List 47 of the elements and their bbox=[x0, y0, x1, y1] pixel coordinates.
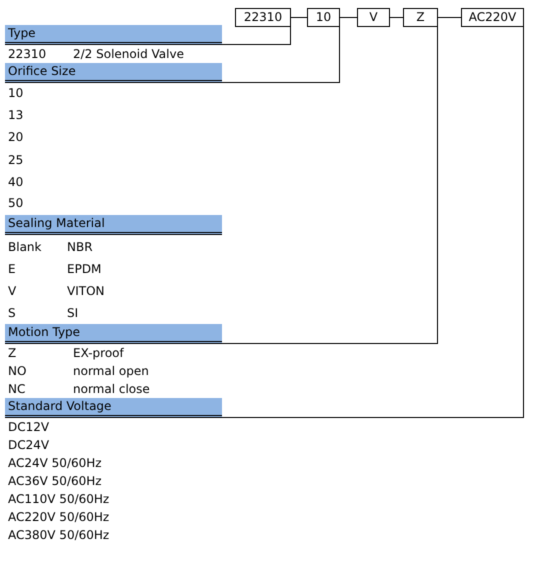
section-header-bar: Motion Type bbox=[5, 324, 222, 344]
type-description: 2/2 Solenoid Valve bbox=[73, 46, 184, 62]
motion-description: normal close bbox=[73, 381, 150, 397]
seal-material: SI bbox=[67, 305, 78, 321]
orifice-size-value: 40 bbox=[8, 174, 24, 190]
connector-line bbox=[222, 26, 340, 83]
motion-code: NO bbox=[8, 363, 26, 379]
code-box: 22310 bbox=[235, 8, 291, 27]
orifice-size-value: 25 bbox=[8, 152, 24, 168]
orifice-size-value: 50 bbox=[8, 195, 24, 211]
dash-connector bbox=[438, 17, 462, 18]
code-box: 10 bbox=[307, 8, 340, 27]
motion-description: normal open bbox=[73, 363, 149, 379]
connector-line bbox=[222, 26, 291, 45]
code-box: V bbox=[357, 8, 390, 27]
code-box: AC220V bbox=[461, 8, 524, 27]
voltage-option: AC110V 50/60Hz bbox=[8, 491, 110, 507]
section-header-bar: Orifice Size bbox=[5, 63, 222, 83]
section-header-bar: Type bbox=[5, 25, 222, 45]
voltage-option: DC12V bbox=[8, 419, 50, 435]
dash-connector bbox=[340, 17, 358, 18]
voltage-option: AC220V 50/60Hz bbox=[8, 509, 110, 525]
dash-connector bbox=[390, 17, 404, 18]
voltage-option: AC24V 50/60Hz bbox=[8, 455, 102, 471]
orifice-size-value: 20 bbox=[8, 129, 24, 145]
seal-material: EPDM bbox=[67, 261, 102, 277]
section-header-bar: Sealing Material bbox=[5, 215, 222, 235]
seal-code: Blank bbox=[8, 239, 42, 255]
orifice-size-value: 13 bbox=[8, 107, 24, 123]
code-box: Z bbox=[403, 8, 438, 27]
voltage-option: AC36V 50/60Hz bbox=[8, 473, 102, 489]
seal-code: E bbox=[8, 261, 16, 277]
orifice-size-value: 10 bbox=[8, 85, 24, 101]
type-code: 22310 bbox=[8, 46, 46, 62]
motion-description: EX-proof bbox=[73, 345, 124, 361]
motion-code: NC bbox=[8, 381, 26, 397]
voltage-option: DC24V bbox=[8, 437, 50, 453]
voltage-option: AC380V 50/60Hz bbox=[8, 527, 110, 543]
dash-connector bbox=[290, 17, 308, 18]
motion-code: Z bbox=[8, 345, 16, 361]
seal-material: VITON bbox=[67, 283, 104, 299]
connector-line bbox=[222, 26, 524, 418]
section-header-bar: Standard Voltage bbox=[5, 398, 222, 418]
connector-line bbox=[222, 26, 438, 344]
seal-material: NBR bbox=[67, 239, 93, 255]
seal-code: S bbox=[8, 305, 16, 321]
seal-code: V bbox=[8, 283, 16, 299]
